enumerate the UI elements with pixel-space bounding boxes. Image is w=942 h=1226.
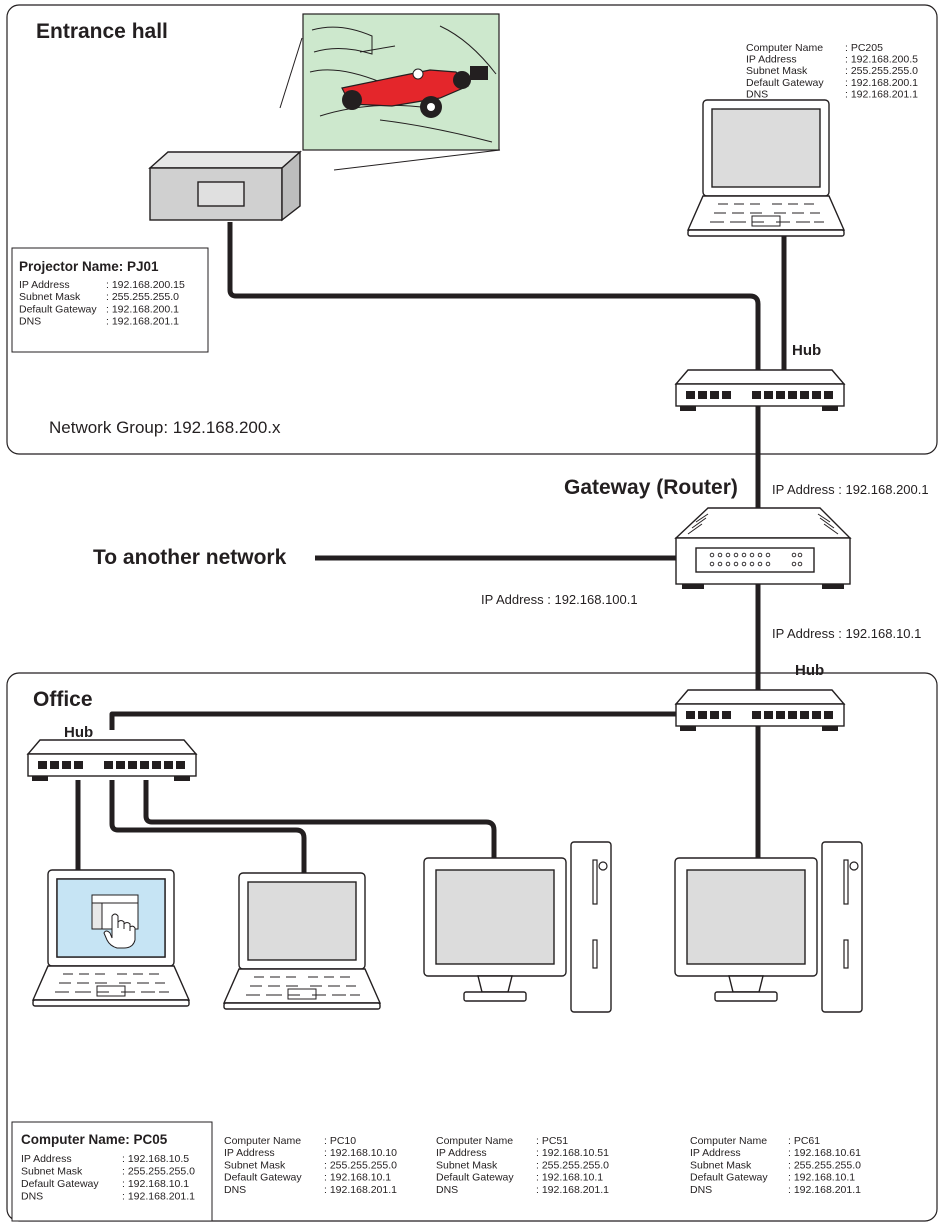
gateway-router-title: Gateway (Router): [564, 476, 738, 499]
info-label: DNS: [224, 1184, 246, 1196]
info-label: Subnet Mask: [436, 1159, 498, 1171]
info-value: : PC10: [324, 1135, 356, 1147]
network-hub-icon: [27, 739, 197, 782]
info-value: : 192.168.201.1: [122, 1191, 195, 1203]
desktop-computer-icon: [674, 857, 818, 1002]
office-title: Office: [33, 688, 93, 711]
entrance-hall-title: Entrance hall: [36, 20, 168, 43]
info-value: : 255.255.255.0: [122, 1166, 195, 1178]
info-label: IP Address: [19, 279, 70, 291]
info-label: Default Gateway: [19, 303, 97, 315]
network-cables: [75, 222, 787, 873]
info-label: Default Gateway: [746, 77, 824, 89]
hub-label-office-left: Hub: [64, 724, 93, 741]
laptop-icon: [223, 872, 381, 1010]
pc205-info: Computer Name : PC205 IP Address : 192.168.…: [746, 42, 918, 100]
hand-cursor-icon: [103, 913, 136, 949]
race-car-icon: [341, 66, 488, 118]
router-ip-left: IP Address : 192.168.100.1: [481, 592, 638, 607]
tower-icon: [821, 841, 863, 1013]
info-label: Default Gateway: [690, 1172, 768, 1184]
info-value: : 192.168.200.1: [845, 77, 918, 89]
info-label: Subnet Mask: [21, 1166, 83, 1178]
info-value: : PC61: [788, 1135, 820, 1147]
info-label: Computer Name: [690, 1135, 767, 1147]
projector-name: Projector Name: PJ01: [19, 259, 159, 274]
info-label: Computer Name: [436, 1135, 513, 1147]
pc10-info: Computer Name : PC10 IP Address : 192.168.1…: [224, 1135, 397, 1196]
info-label: Default Gateway: [224, 1172, 302, 1184]
info-label: DNS: [746, 88, 768, 100]
pc05-name: Computer Name: PC05: [21, 1132, 168, 1147]
laptop-icon: [32, 869, 190, 1007]
info-value: : 192.168.201.1: [536, 1184, 609, 1196]
info-label: IP Address: [690, 1147, 741, 1159]
info-value: : 255.255.255.0: [324, 1159, 397, 1171]
office-group: [6, 672, 938, 1222]
info-value: : 192.168.10.51: [536, 1147, 609, 1159]
info-value: : PC205: [845, 42, 883, 54]
info-value: : 192.168.201.1: [106, 316, 179, 328]
info-value: : 192.168.200.5: [845, 54, 918, 66]
info-label: IP Address: [436, 1147, 487, 1159]
info-value: : 192.168.10.5: [122, 1153, 189, 1165]
info-value: : 192.168.201.1: [324, 1184, 397, 1196]
race-car-image: [279, 13, 501, 171]
tower-icon: [570, 841, 612, 1013]
network-group-label: Network Group: 192.168.200.x: [49, 418, 281, 437]
pc51-info: Computer Name : PC51 IP Address : 192.168.1…: [436, 1135, 609, 1196]
info-value: : 192.168.10.1: [536, 1172, 603, 1184]
info-label: Subnet Mask: [746, 65, 808, 77]
info-label: IP Address: [746, 54, 797, 66]
router-icon: [674, 507, 852, 589]
info-value: : 255.255.255.0: [788, 1159, 861, 1171]
router-ip-bottom: IP Address : 192.168.10.1: [772, 626, 921, 641]
info-label: Computer Name: [746, 42, 823, 54]
info-value: : 192.168.10.1: [788, 1172, 855, 1184]
info-label: Subnet Mask: [19, 291, 81, 303]
info-value: : 255.255.255.0: [536, 1159, 609, 1171]
pc61-info: Computer Name : PC61 IP Address : 192.168.1…: [690, 1135, 861, 1196]
info-value: : 192.168.10.1: [122, 1178, 189, 1190]
projector-info-box: Projector Name: PJ01 IP Address : 192.168…: [11, 247, 209, 353]
info-value: : 192.168.201.1: [788, 1184, 861, 1196]
info-label: DNS: [21, 1191, 43, 1203]
laptop-icon: [687, 99, 845, 237]
projector-icon: [148, 150, 302, 222]
info-value: : PC51: [536, 1135, 568, 1147]
info-value: : 255.255.255.0: [845, 65, 918, 77]
another-network-label: To another network: [93, 546, 287, 569]
info-label: Default Gateway: [21, 1178, 99, 1190]
desktop-computer-icon: [423, 857, 567, 1002]
info-label: Subnet Mask: [224, 1159, 286, 1171]
info-value: : 192.168.10.10: [324, 1147, 397, 1159]
hub-label-office-right: Hub: [795, 662, 824, 679]
info-value: : 192.168.201.1: [845, 88, 918, 100]
info-label: DNS: [436, 1184, 458, 1196]
info-label: IP Address: [21, 1153, 72, 1165]
network-hub-icon: [675, 689, 845, 732]
hub-label-entrance: Hub: [792, 342, 821, 359]
info-value: : 192.168.200.1: [106, 303, 179, 315]
info-label: Default Gateway: [436, 1172, 514, 1184]
info-value: : 192.168.200.15: [106, 279, 185, 291]
router-ip-top: IP Address : 192.168.200.1: [772, 482, 929, 497]
pc05-info-box: Computer Name: PC05 IP Address : 192.168.…: [11, 1121, 213, 1222]
info-value: : 192.168.10.1: [324, 1172, 391, 1184]
info-label: DNS: [19, 316, 41, 328]
info-label: Subnet Mask: [690, 1159, 752, 1171]
info-label: DNS: [690, 1184, 712, 1196]
info-label: IP Address: [224, 1147, 275, 1159]
info-value: : 192.168.10.61: [788, 1147, 861, 1159]
info-value: : 255.255.255.0: [106, 291, 179, 303]
info-label: Computer Name: [224, 1135, 301, 1147]
entrance-hall-group: [6, 4, 938, 455]
network-hub-icon: [675, 369, 845, 412]
